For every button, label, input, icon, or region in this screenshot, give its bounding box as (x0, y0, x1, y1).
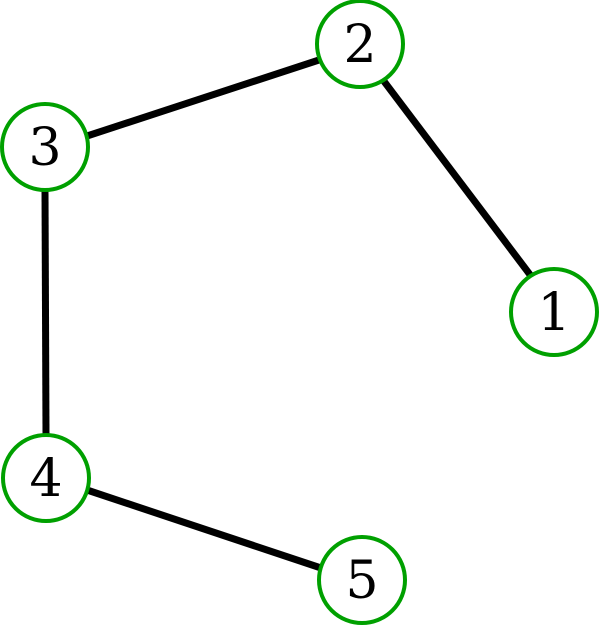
node-circle-5[interactable] (317, 535, 407, 625)
edge-3-2 (85, 56, 321, 140)
graph-node-5[interactable]: 5 (317, 535, 407, 625)
node-label-2: 2 (343, 15, 376, 75)
node-label-5: 5 (345, 551, 378, 611)
node-circle-3[interactable] (0, 102, 90, 192)
node-label-4: 4 (29, 449, 62, 509)
graph-node-4[interactable]: 4 (1, 433, 91, 523)
graph-node-1[interactable]: 1 (509, 267, 599, 357)
edge-4-5 (85, 486, 323, 572)
node-circle-1[interactable] (509, 267, 599, 357)
graph-node-3[interactable]: 3 (0, 102, 90, 192)
node-label-1: 1 (537, 283, 570, 343)
edge-layer (41, 56, 534, 572)
node-circle-4[interactable] (1, 433, 91, 523)
edge-2-1 (380, 77, 534, 279)
node-circle-2[interactable] (315, 0, 405, 89)
graph-node-2[interactable]: 2 (315, 0, 405, 89)
edge-3-4 (41, 189, 50, 436)
node-label-3: 3 (28, 118, 61, 178)
